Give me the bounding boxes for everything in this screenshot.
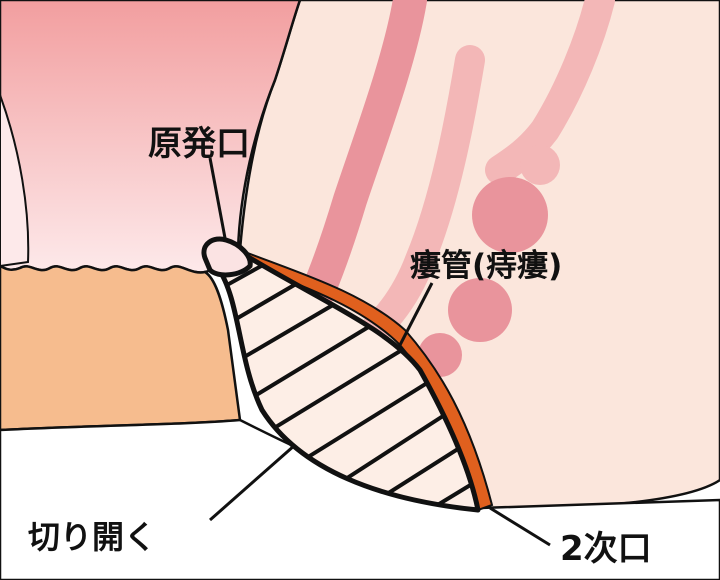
nodule-2 (472, 177, 548, 253)
vessel-right (485, 0, 615, 185)
gut-wall (0, 94, 30, 268)
primary-opening-shape (201, 236, 253, 278)
nodule-3 (448, 278, 512, 342)
label-primary-opening: 原発口 (148, 124, 250, 164)
fistula-tract (239, 248, 494, 512)
label-fistula-tract: 瘻管(痔瘻) (410, 248, 562, 284)
leader-fistula (398, 282, 434, 346)
anal-canal (0, 264, 242, 432)
leader-primary-opening (208, 157, 227, 239)
nodule-1 (520, 145, 560, 185)
leader-cut-open (209, 443, 296, 522)
label-secondary-opening: 2次口 (560, 529, 652, 569)
leader-secondary-opening (489, 506, 551, 547)
label-cut-open: 切り開く (28, 518, 156, 556)
